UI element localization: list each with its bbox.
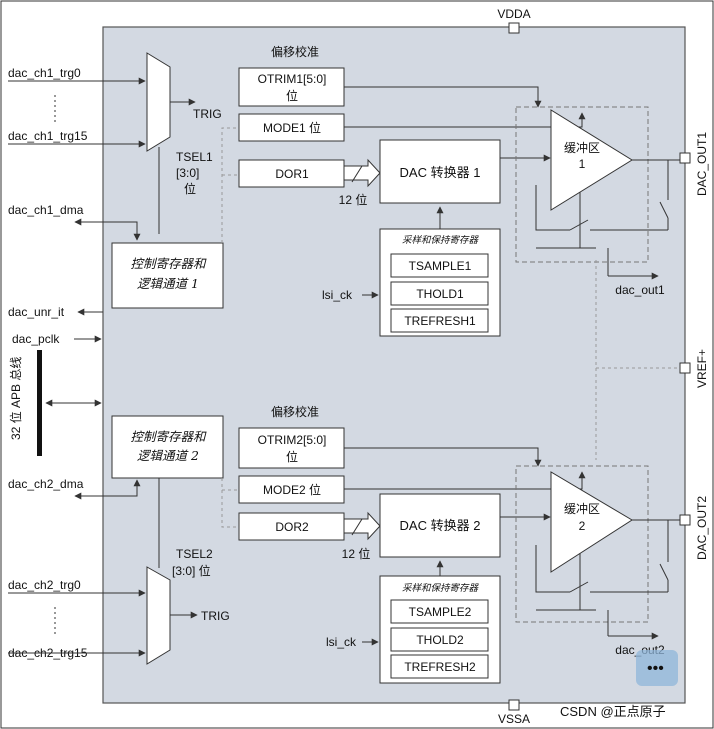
ch1-tsel-line1: TSEL1 xyxy=(176,150,213,164)
vref-label: VREF+ xyxy=(695,349,709,388)
ch2-otrim-unit: 位 xyxy=(286,449,298,464)
ch1-offset-title: 偏移校准 xyxy=(271,44,319,59)
ch2-buffer-amp xyxy=(550,471,633,573)
vdda-pin xyxy=(508,22,520,34)
ch1-thold: THOLD1 xyxy=(416,287,464,301)
apb-bus-label: 32 位 APB 总线 xyxy=(8,357,23,440)
ch2-dor-box xyxy=(238,512,345,541)
vssa-pin xyxy=(508,699,520,711)
ch1-mode-box xyxy=(238,113,345,142)
ch2-control-logic-box xyxy=(111,415,224,479)
ch1-bits-label: 12 位 xyxy=(339,192,368,207)
ch2-bits-label: 12 位 xyxy=(342,546,371,561)
vssa-label: VSSA xyxy=(498,712,530,726)
vref-pin xyxy=(679,362,691,374)
ch2-tsel-line1: TSEL2 xyxy=(176,547,213,561)
ch1-buffer-line2: 1 xyxy=(579,157,586,171)
ch2-otrim-label: OTRIM2[5:0] xyxy=(258,433,327,447)
ch1-thold-box xyxy=(390,281,489,306)
ch1-buffer-amp xyxy=(550,109,633,211)
ch2-control-line1: 控制寄存器和 xyxy=(130,429,207,444)
ch2-offset-title: 偏移校准 xyxy=(271,404,319,419)
dac-out2-pin xyxy=(679,514,691,526)
ch1-otrim-unit: 位 xyxy=(286,88,298,103)
svg-text:•••: ••• xyxy=(647,660,664,677)
ch2-buffer-line1: 缓冲区 xyxy=(564,501,600,516)
ch2-otrim-box xyxy=(238,427,345,469)
ch1-trig-label: TRIG xyxy=(193,107,222,121)
ch1-sh-title: 采样和保持寄存器 xyxy=(402,234,480,246)
watermark-chat-icon xyxy=(636,650,678,686)
ch1-tsel-line3: 位 xyxy=(184,181,196,196)
watermark-text: CSDN @正点原子 xyxy=(560,704,666,719)
ch2-buffer-region xyxy=(515,465,649,623)
ch1-out-label: dac_out1 xyxy=(615,283,665,297)
ch2-dac-converter xyxy=(379,493,501,558)
ch2-tsel-line2: [3:0] 位 xyxy=(172,563,211,578)
ch2-trigger-mux xyxy=(146,566,171,665)
ch1-trefresh-box xyxy=(390,308,489,333)
ch1-control-line2: 逻辑通道 1 xyxy=(137,276,199,291)
ch2-control-line2: 逻辑通道 2 xyxy=(137,448,199,463)
ch1-tsel-line2: [3:0] xyxy=(176,166,199,180)
ch2-tsample-box xyxy=(390,599,489,624)
ch1-lsi-label: lsi_ck xyxy=(322,288,353,302)
unr-it-label: dac_unr_it xyxy=(8,305,65,319)
ch1-dma-label: dac_ch1_dma xyxy=(8,203,84,217)
ch2-tsample: TSAMPLE2 xyxy=(409,605,472,619)
ch2-buffer-line2: 2 xyxy=(579,519,586,533)
ch2-thold: THOLD2 xyxy=(416,633,464,647)
ch1-otrim-label: OTRIM1[5:0] xyxy=(258,72,327,86)
ch2-sh-title: 采样和保持寄存器 xyxy=(402,582,480,594)
pclk-label: dac_pclk xyxy=(12,332,60,346)
ch1-trg0-label: dac_ch1_trg0 xyxy=(8,66,81,80)
ch2-thold-box xyxy=(390,627,489,652)
ch1-buffer-region xyxy=(515,106,649,263)
ch2-mode-label: MODE2 位 xyxy=(263,482,321,497)
dac-out1-pin xyxy=(679,152,691,164)
ch1-dac-label: DAC 转换器 1 xyxy=(400,165,481,180)
ch1-tsample-box xyxy=(390,253,489,278)
ch2-dac-label: DAC 转换器 2 xyxy=(400,518,481,533)
ch2-trig-label: TRIG xyxy=(201,609,230,623)
ch2-trefresh: TREFRESH2 xyxy=(404,660,476,674)
dac-out2-pin-label: DAC_OUT2 xyxy=(695,496,709,560)
ch1-trefresh: TREFRESH1 xyxy=(404,314,476,328)
apb-bus-bar xyxy=(37,350,42,456)
ch1-tsample: TSAMPLE1 xyxy=(409,259,472,273)
ch2-trg0-label: dac_ch2_trg0 xyxy=(8,578,81,592)
ch2-dma-label: dac_ch2_dma xyxy=(8,477,84,491)
ch2-trefresh-box xyxy=(390,654,489,679)
ch1-trigger-mux xyxy=(146,52,171,152)
dac-out1-pin-label: DAC_OUT1 xyxy=(695,132,709,196)
ch2-lsi-label: lsi_ck xyxy=(326,635,357,649)
ch1-dor-label: DOR1 xyxy=(275,167,309,181)
ch1-mode-label: MODE1 位 xyxy=(263,120,321,135)
ch2-dor-label: DOR2 xyxy=(275,520,309,534)
ch1-dac-converter xyxy=(379,139,501,204)
ch1-control-logic-box xyxy=(111,242,224,309)
ch1-trg15-label: dac_ch1_trg15 xyxy=(8,129,88,143)
vdda-label: VDDA xyxy=(497,7,530,21)
ch1-control-line1: 控制寄存器和 xyxy=(130,256,207,271)
ch1-buffer-line1: 缓冲区 xyxy=(564,140,600,155)
